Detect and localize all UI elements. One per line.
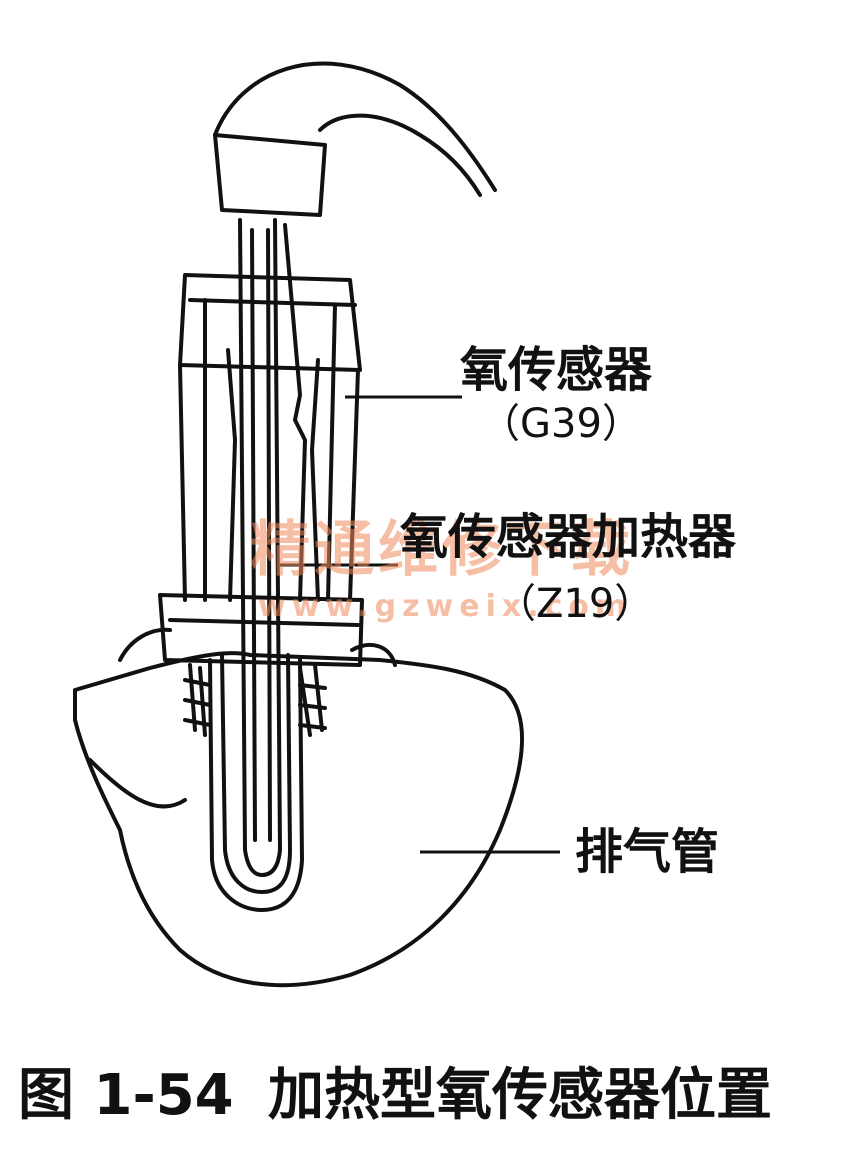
- sensor-body-right: [348, 368, 360, 602]
- sensor-cable: [213, 61, 497, 192]
- label-o2-sensor-code: （G39）: [480, 401, 642, 447]
- exhaust-pipe-fold: [88, 758, 187, 809]
- internal-ceramic: [226, 348, 320, 602]
- label-o2-heater-code: （Z19）: [496, 581, 655, 627]
- upper-hex-line: [188, 298, 357, 307]
- label-o2-sensor: 氧传感器: [460, 342, 653, 398]
- watermark-text: 精通维修下载: [250, 515, 634, 585]
- thread-right: [298, 663, 327, 737]
- heater-rod: [250, 228, 272, 842]
- heater-element: [238, 218, 282, 877]
- lower-hex-nut: [158, 593, 364, 667]
- thread-left: [183, 663, 212, 737]
- exhaust-pipe-outline: [73, 651, 524, 988]
- figure-number: 图 1-54: [18, 1063, 234, 1128]
- internal-wire: [283, 223, 307, 602]
- lower-hex-nut-line: [168, 618, 360, 627]
- cable-sheath: [213, 133, 327, 217]
- sensor-body-inner-right: [326, 303, 337, 602]
- figure-title: 加热型氧传感器位置: [268, 1063, 772, 1128]
- sensor-body-left: [178, 363, 187, 602]
- pipe-boss-right: [350, 643, 397, 667]
- label-o2-heater: 氧传感器加热器: [400, 509, 737, 565]
- probe-outer: [208, 658, 304, 912]
- label-exhaust-pipe: 排气管: [575, 824, 720, 880]
- probe-mid: [220, 653, 292, 894]
- watermark-url: www.gzweix.com: [258, 589, 633, 624]
- sensor-cable-inner: [318, 113, 482, 197]
